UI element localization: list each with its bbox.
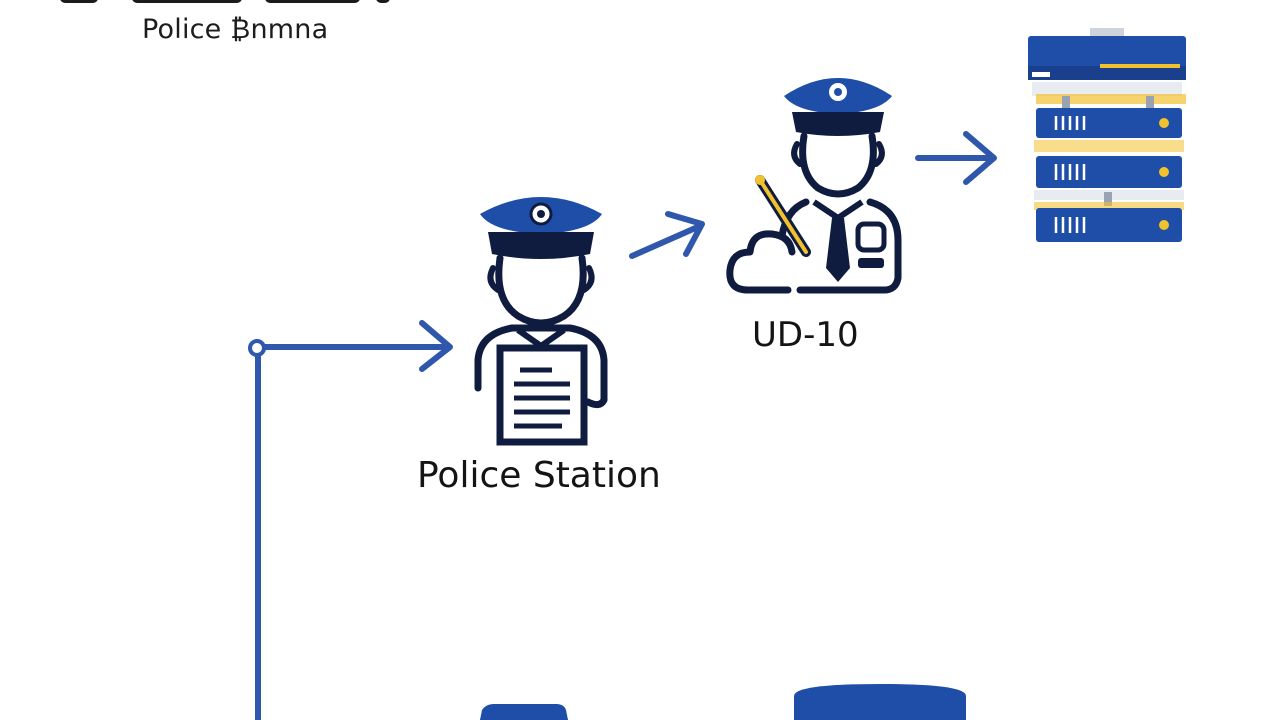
cropped-title-text	[60, 0, 390, 4]
police-officer-with-document-icon	[474, 197, 608, 446]
arrow-station-to-ud10	[629, 211, 705, 259]
police-officer-writing-report-icon	[726, 78, 902, 294]
police-station-label: Police Station	[417, 455, 661, 496]
diagram-subtitle: Police ₿nmna	[142, 14, 329, 45]
partial-blue-tab-shape	[480, 704, 568, 720]
partial-blue-cylinder-shape	[794, 684, 966, 720]
connector-to-police-station	[255, 320, 453, 720]
arrow-ud10-to-database	[915, 131, 997, 185]
connector-joint-dot	[248, 339, 266, 357]
server-rack-icon	[1028, 28, 1186, 242]
ud10-label: UD-10	[752, 315, 859, 355]
